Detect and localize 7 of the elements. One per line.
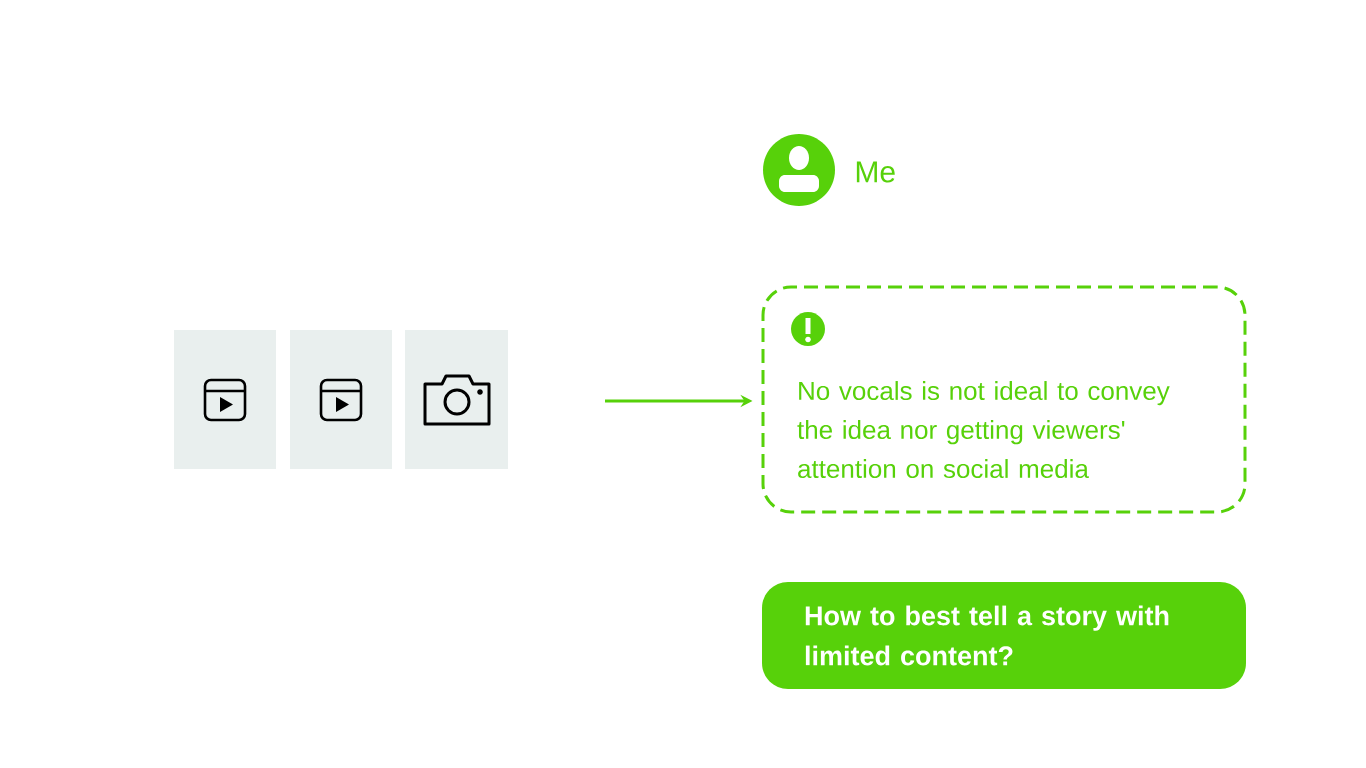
tile-background: [405, 330, 508, 469]
tile-background: [174, 330, 276, 469]
question-box: How to best tell a story with limited content?: [762, 582, 1246, 689]
note-box: No vocals is not ideal to convey the idea nor getting viewers' attention on social media: [761, 285, 1247, 514]
tile-background: [290, 330, 392, 469]
avatar-icon: [763, 134, 835, 206]
name-label: Me: [856, 161, 895, 183]
